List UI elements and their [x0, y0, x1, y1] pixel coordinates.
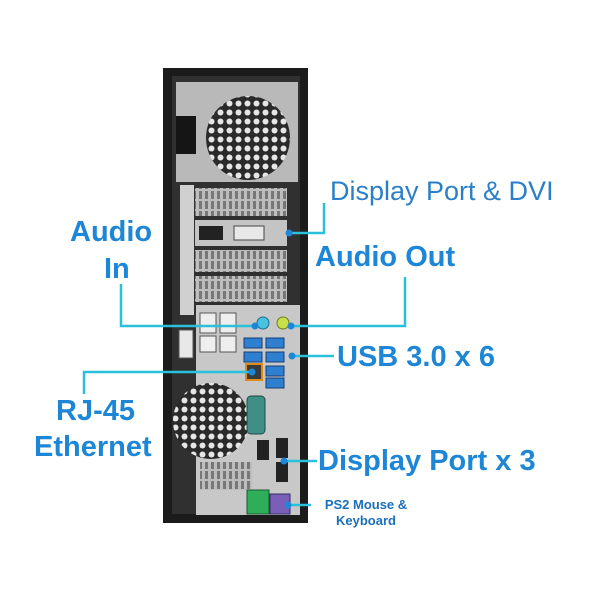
label-audio-in-line1: Audio — [70, 216, 153, 248]
label-audio-out: Audio Out — [315, 241, 456, 273]
label-rj45-line2: Ethernet — [34, 431, 152, 463]
display-port-1 — [257, 440, 269, 460]
label-display-port-x3: Display Port x 3 — [318, 445, 536, 477]
display-port-2 — [276, 438, 288, 458]
psu-fan-grille — [206, 96, 290, 180]
usb-port-group — [243, 337, 285, 389]
leader-audio-in — [119, 284, 255, 328]
panel-knockout-3 — [199, 335, 217, 353]
audio-in-jack — [256, 316, 270, 330]
label-ps2-line1: PS2 Mouse & — [324, 497, 408, 512]
power-socket — [176, 116, 196, 154]
panel-knockout-1 — [199, 312, 217, 334]
side-latch — [178, 329, 194, 359]
panel-knockout-2 — [219, 312, 237, 334]
label-rj45-line1: RJ-45 — [56, 395, 135, 427]
serial-port — [246, 395, 266, 435]
leader-display-port-dvi — [290, 203, 326, 235]
label-ps2-line2: Keyboard — [336, 513, 396, 529]
panel-knockout-4 — [219, 335, 237, 353]
expansion-slot-4 — [195, 276, 287, 302]
label-ps2: PS2 Mouse & Keyboard — [311, 497, 421, 530]
slot-dvi-port — [233, 225, 265, 241]
leader-endpoints — [248, 229, 296, 509]
display-port-3 — [276, 462, 288, 482]
rear-fan-grille — [173, 383, 249, 459]
leader-rj45 — [82, 370, 252, 394]
expansion-slot-1 — [195, 188, 287, 216]
label-display-port-dvi: Display Port & DVI — [330, 176, 554, 206]
label-usb: USB 3.0 x 6 — [337, 341, 495, 373]
leader-lines — [82, 203, 407, 507]
expansion-slot-3 — [195, 250, 287, 272]
slot-bracket-left — [180, 185, 194, 315]
label-audio-in-line2: In — [104, 253, 130, 285]
slot-display-port — [199, 226, 223, 240]
lower-vents — [200, 462, 252, 490]
leader-audio-out — [291, 277, 407, 328]
ps2-mouse-port — [246, 489, 270, 515]
audio-out-jack — [276, 316, 290, 330]
